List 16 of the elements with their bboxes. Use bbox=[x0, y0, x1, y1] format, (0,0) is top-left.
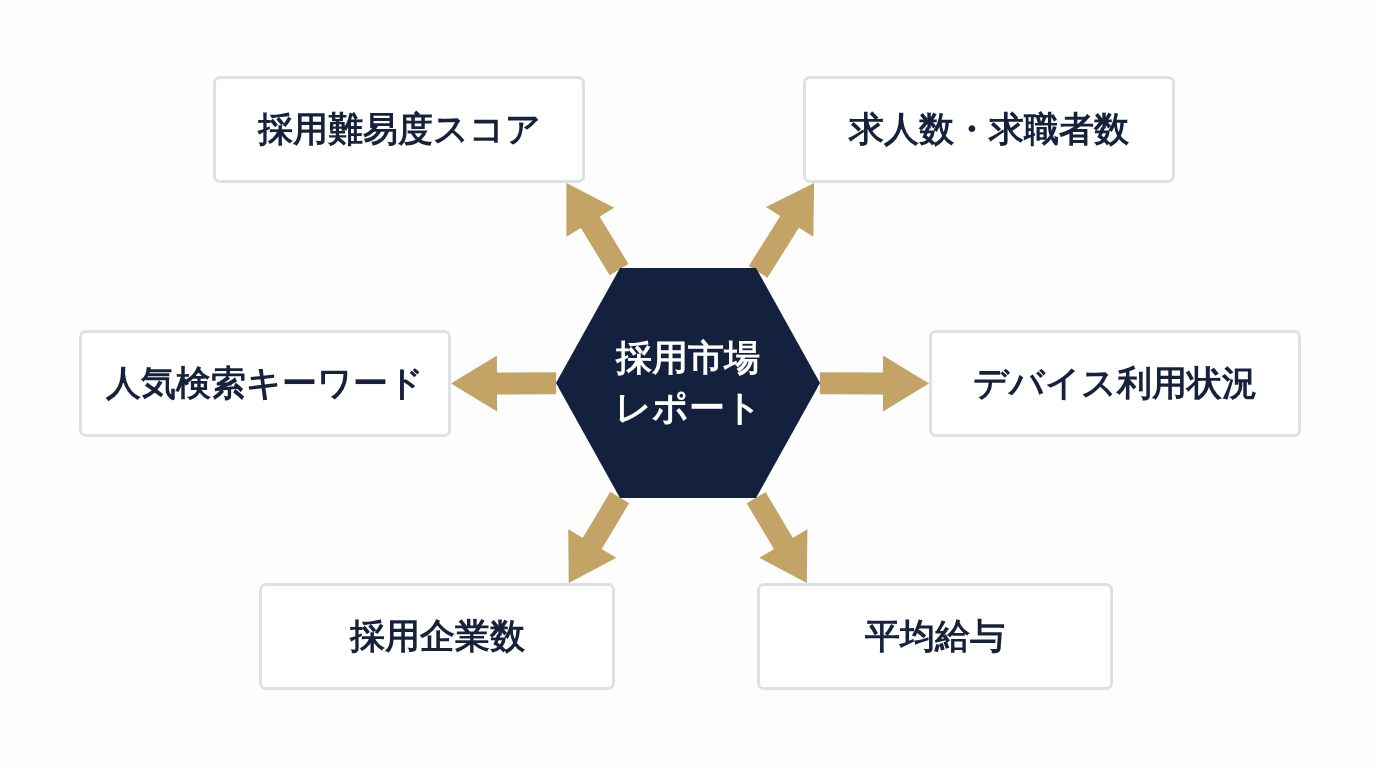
arrow bbox=[450, 355, 557, 412]
topic-label: 求人数・求職者数 bbox=[849, 108, 1129, 151]
topic-label: 平均給与 bbox=[865, 615, 1005, 658]
topic-box bbox=[929, 330, 1301, 437]
topic-box bbox=[259, 583, 615, 690]
topic-box bbox=[213, 76, 585, 183]
topic-box bbox=[757, 583, 1113, 690]
arrow bbox=[819, 355, 930, 412]
topic-box bbox=[803, 76, 1175, 183]
topic-label: デバイス利用状況 bbox=[973, 362, 1257, 405]
hub-hexagon bbox=[556, 268, 820, 498]
topic-label: 人気検索キーワード bbox=[106, 362, 424, 405]
topic-box bbox=[79, 330, 451, 437]
topic-label: 採用難易度スコア bbox=[257, 108, 541, 151]
hub-title: 採用市場レポート bbox=[613, 336, 763, 430]
topic-label: 採用企業数 bbox=[349, 615, 525, 658]
